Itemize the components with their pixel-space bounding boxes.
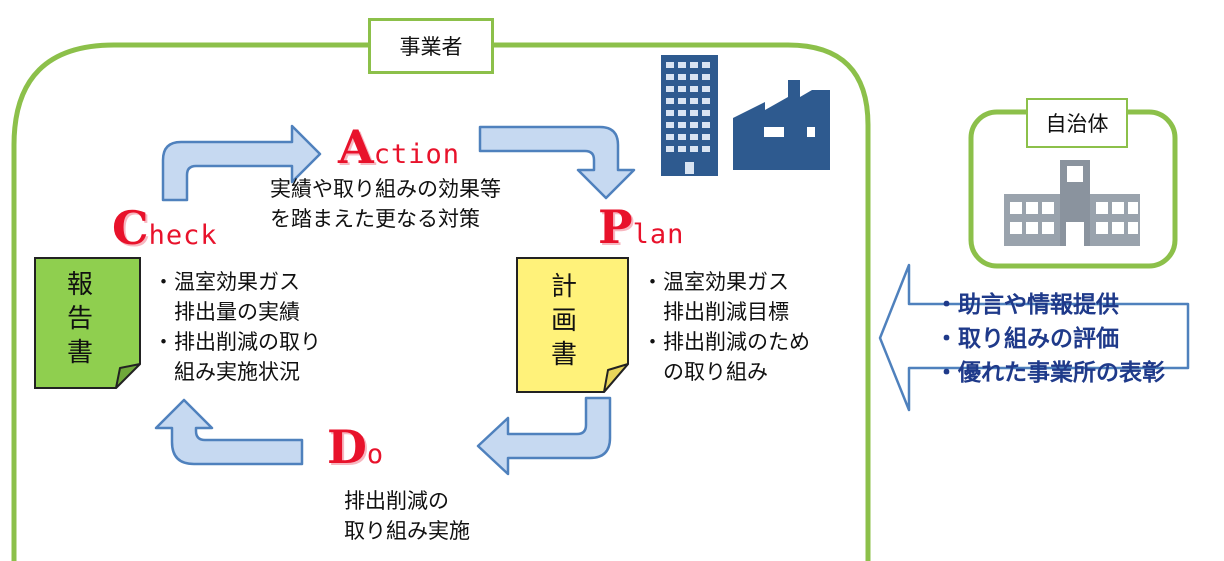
support-item: ・取り組みの評価	[935, 326, 1119, 352]
phase-do: Do	[327, 424, 384, 470]
business-frame	[11, 42, 871, 561]
plan-desc-line: の取り組み	[642, 360, 768, 384]
report-document-label: 報 告 書	[60, 268, 100, 370]
phase-check: Check	[112, 205, 218, 251]
phase-action-rest: ction	[373, 139, 460, 170]
action-desc-line: 実績や取り組みの効果等	[270, 177, 501, 201]
plan-document-icon	[516, 257, 629, 393]
plan-char: 画	[550, 306, 577, 336]
phase-action-initial: A	[338, 120, 374, 174]
city-hall-icon	[1004, 160, 1140, 246]
plan-desc-line: ・排出削減のため	[642, 330, 810, 354]
check-desc-line: ・排出削減の取り	[153, 330, 321, 354]
report-char: 報	[66, 270, 93, 300]
plan-char: 書	[550, 340, 577, 370]
arrow-do-to-check	[154, 398, 304, 466]
arrow-plan-to-do	[476, 396, 612, 476]
phase-check-rest: heck	[148, 220, 218, 251]
arrow-action-to-plan	[478, 125, 636, 200]
left-arrow-icon	[878, 263, 1190, 412]
plan-char: 計	[550, 272, 577, 302]
report-char: 書	[66, 338, 93, 368]
phase-plan-initial: P	[598, 200, 633, 254]
plan-description: ・温室効果ガス 排出削減目標 ・排出削減のため の取り組み	[642, 267, 810, 387]
support-item: ・優れた事業所の表彰	[935, 360, 1165, 386]
phase-do-rest: o	[366, 439, 385, 470]
action-description: 実績や取り組みの効果等 を踏まえた更なる対策	[270, 174, 501, 234]
plan-desc-line: ・温室効果ガス	[642, 270, 789, 294]
check-desc-line: 排出量の実績	[153, 300, 300, 324]
factory-icon	[733, 80, 830, 170]
plan-document-label: 計 画 書	[544, 270, 584, 372]
phase-action: Action	[338, 124, 460, 170]
do-description: 排出削減の 取り組み実施	[344, 486, 470, 546]
business-label: 事業者	[368, 18, 494, 74]
municipality-label-text: 自治体	[1045, 112, 1109, 136]
check-desc-line: ・温室効果ガス	[153, 270, 300, 294]
phase-check-initial: C	[112, 201, 149, 255]
support-item: ・助言や情報提供	[935, 292, 1119, 318]
action-desc-line: を踏まえた更なる対策	[270, 207, 480, 231]
support-list: ・助言や情報提供 ・取り組みの評価 ・優れた事業所の表彰	[935, 288, 1165, 390]
business-label-text: 事業者	[399, 35, 463, 59]
office-building-icon	[661, 55, 718, 176]
municipality-label: 自治体	[1026, 98, 1128, 148]
check-description: ・温室効果ガス 排出量の実績 ・排出削減の取り 組み実施状況	[153, 267, 321, 387]
report-char: 告	[66, 304, 93, 334]
phase-plan-rest: lan	[632, 219, 685, 250]
plan-desc-line: 排出削減目標	[642, 300, 789, 324]
arrow-check-to-action	[161, 124, 322, 202]
do-desc-line: 取り組み実施	[344, 519, 470, 543]
check-desc-line: 組み実施状況	[153, 360, 300, 384]
do-desc-line: 排出削減の	[344, 489, 449, 513]
phase-do-initial: D	[327, 420, 367, 474]
phase-plan: Plan	[598, 204, 684, 250]
report-document-icon	[34, 257, 141, 389]
